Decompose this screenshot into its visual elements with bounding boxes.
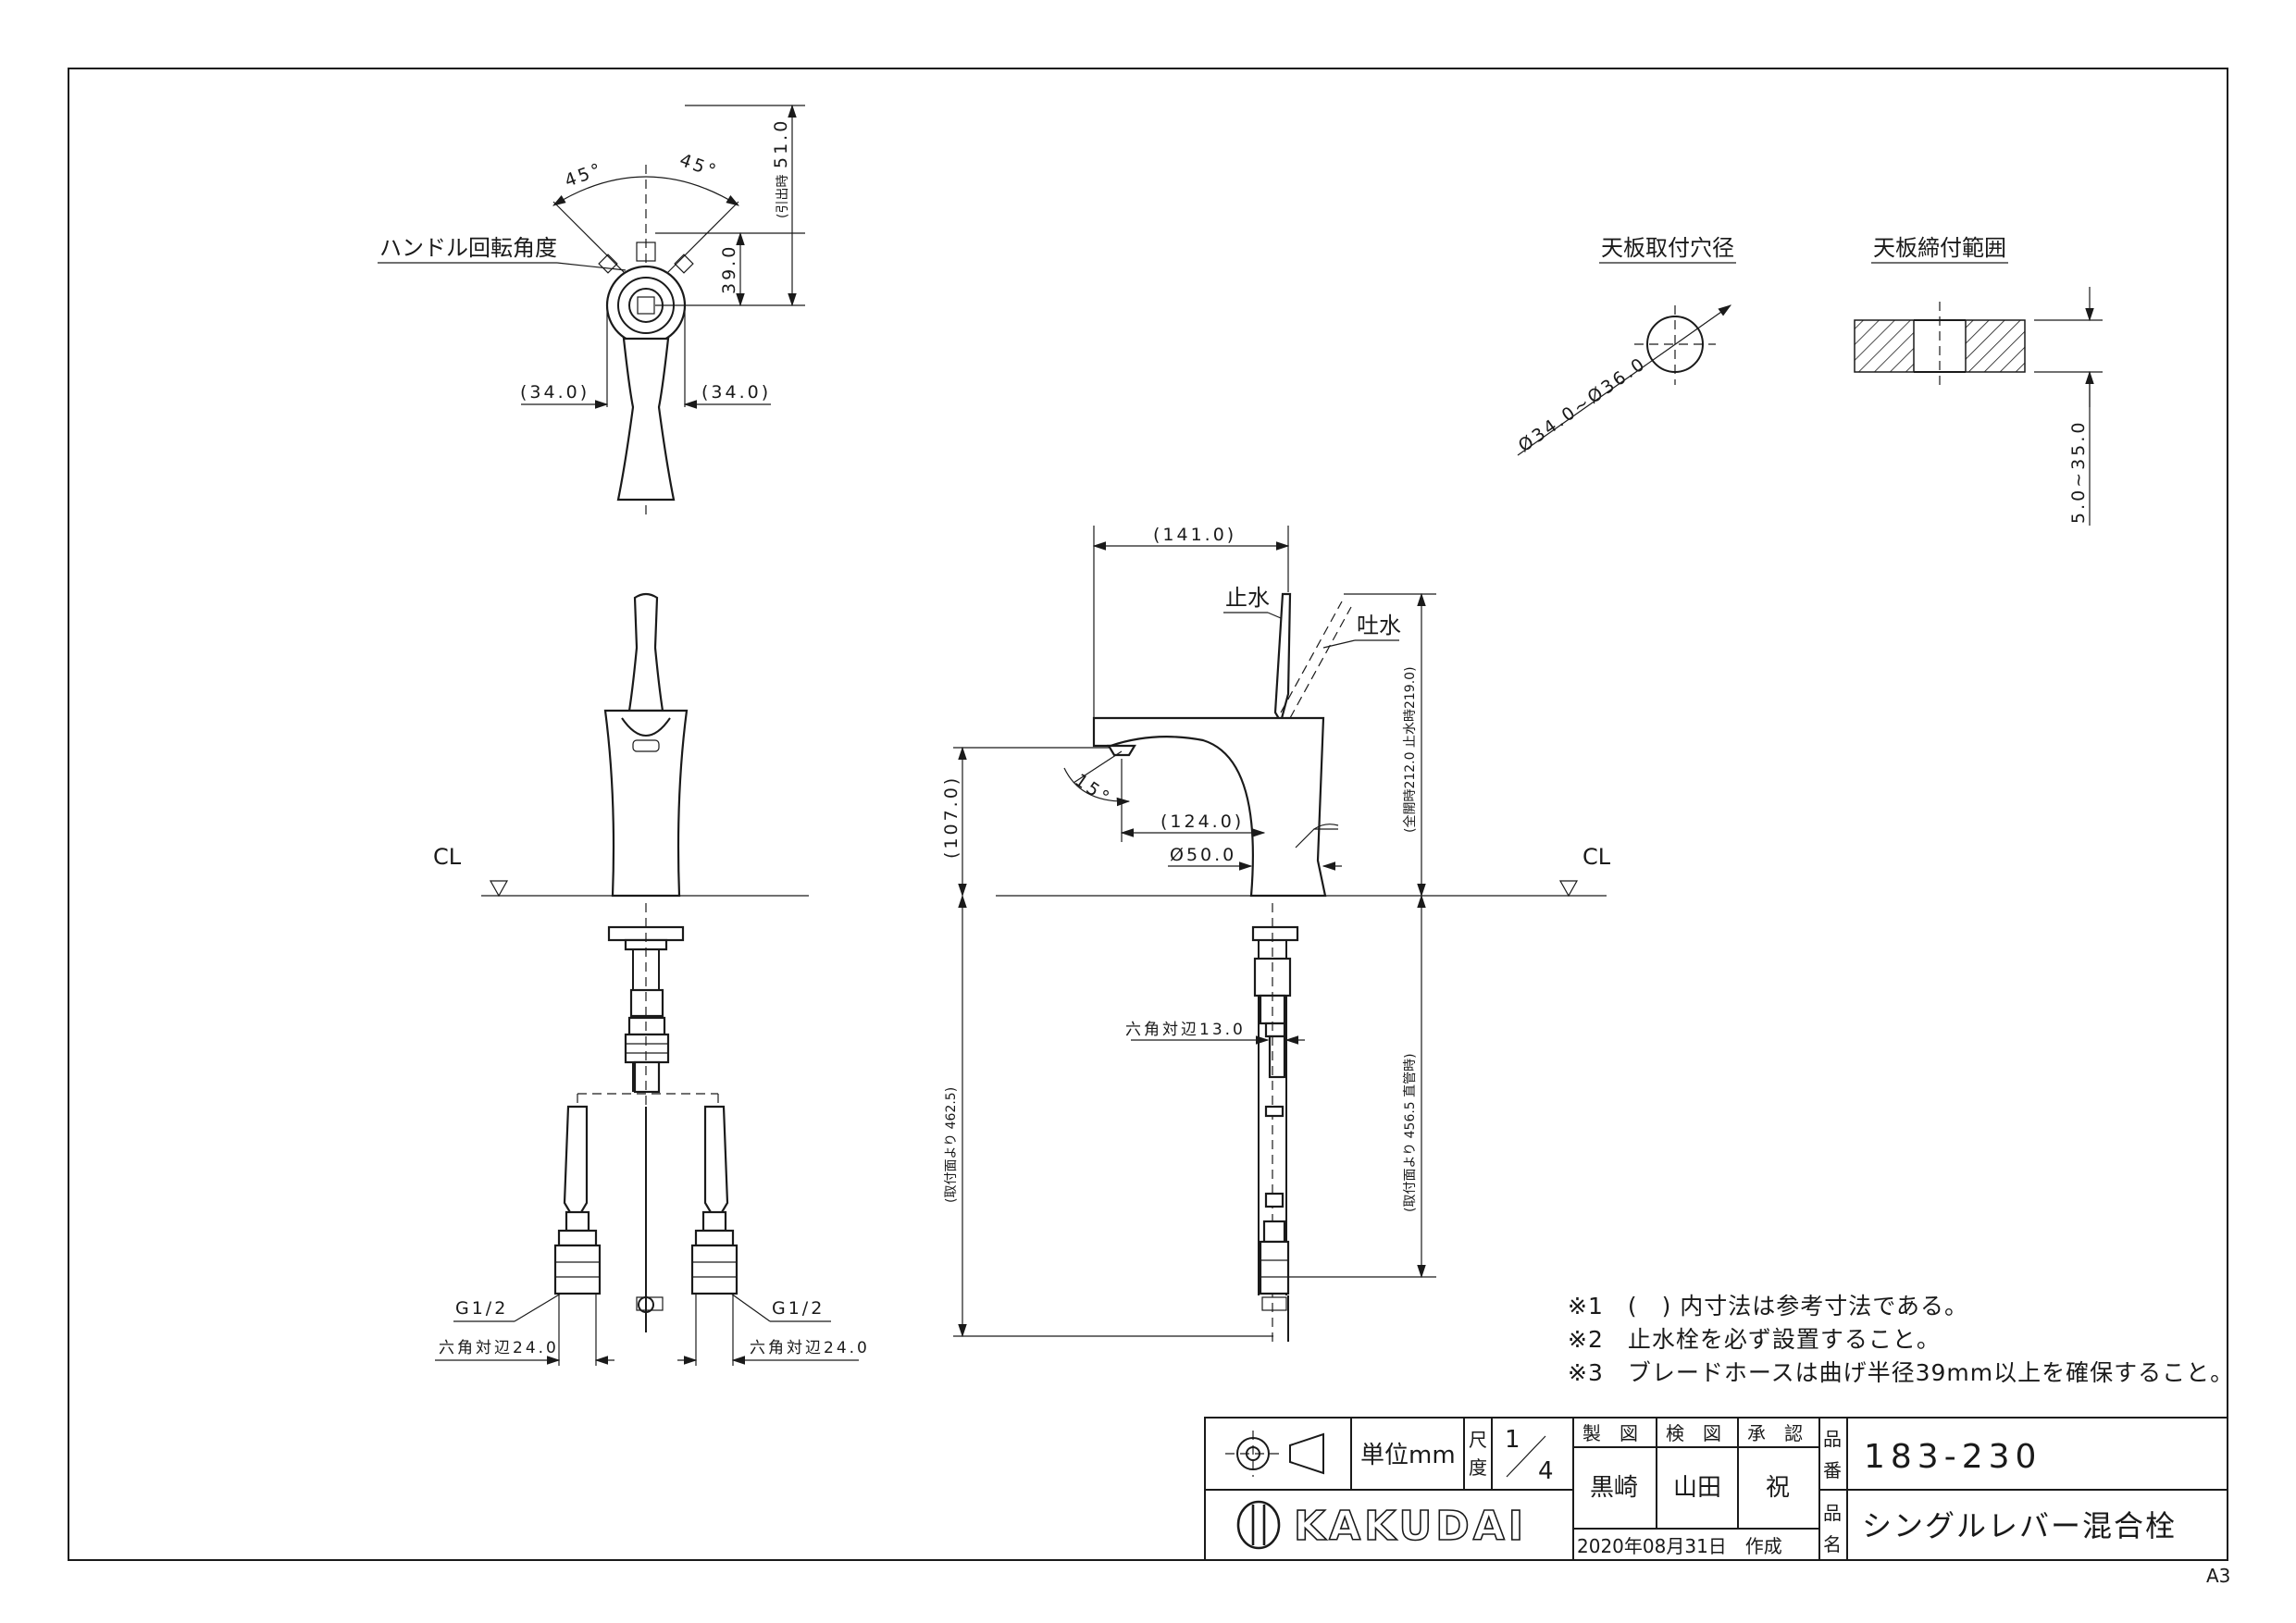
- note-2: ※2 止水栓を必ず設置すること。: [1568, 1326, 1941, 1353]
- side-cl-label: CL: [1582, 844, 1611, 870]
- projection-symbol-icon: [1225, 1431, 1324, 1477]
- dim-124: (124.0): [1160, 812, 1244, 832]
- dim-pull: 51.0: [771, 118, 791, 168]
- dim-34-right: (34.0): [701, 382, 771, 403]
- dim-50: Ø50.0: [1170, 845, 1236, 865]
- tb-scale-num: 1: [1505, 1426, 1520, 1454]
- sheet-border: [68, 68, 2228, 1561]
- tb-scale-den: 4: [1538, 1457, 1554, 1485]
- tb-nm-label-2: 名: [1823, 1533, 1842, 1555]
- angle-15: 15°: [1071, 770, 1115, 810]
- front-hex-left: 六角対辺24.0: [439, 1339, 559, 1357]
- title-block: 単位mm 尺 度 1 4 製 図 検 図 承 認 黒崎 山田 祝 2020年08…: [1204, 1417, 2228, 1561]
- label-shisui: 止水: [1225, 585, 1270, 611]
- note-3: ※3 ブレードホースは曲げ半径39mm以上を確保すること。: [1568, 1359, 2234, 1386]
- tb-unit: 単位mm: [1360, 1442, 1456, 1469]
- counter-hole-title: 天板取付穴径: [1601, 235, 1734, 261]
- tb-name-check: 山田: [1673, 1474, 1721, 1502]
- dim-34-left: (34.0): [520, 382, 590, 403]
- tb-scale-label-1: 尺: [1469, 1429, 1487, 1451]
- front-cl-label: CL: [433, 844, 462, 870]
- front-g-right: G1/2: [772, 1298, 825, 1319]
- dim-456: (取付面より 456.5 直管時): [1402, 1053, 1418, 1212]
- front-hex-right: 六角対辺24.0: [750, 1339, 870, 1357]
- front-g-left: G1/2: [455, 1298, 508, 1319]
- dim-top: (全開時212.0 止水時219.0): [1402, 666, 1418, 833]
- counter-hole-dim: Ø34.0~Ø36.0: [1515, 353, 1651, 456]
- dim-462: (取付面より 462.5): [944, 1087, 959, 1203]
- tb-scale-label-2: 度: [1469, 1456, 1487, 1479]
- kakudai-logo: KAKUDAI: [1236, 1500, 1527, 1551]
- counter-range-view: 天板締付範囲 5.0~35.0: [1854, 235, 2103, 526]
- tb-nm-label-1: 品: [1823, 1502, 1842, 1524]
- counter-range-dim: 5.0~35.0: [2068, 420, 2089, 524]
- tb-head-check: 検 図: [1666, 1422, 1721, 1444]
- tb-name-approve: 祝: [1766, 1474, 1790, 1502]
- tb-part-number: 183-230: [1864, 1438, 2042, 1476]
- label-tosui: 吐水: [1357, 613, 1401, 638]
- front-view: CL: [433, 592, 870, 1366]
- counter-range-title: 天板締付範囲: [1873, 235, 2006, 261]
- dim-pull-note: (引出時: [776, 175, 790, 218]
- dim-hex-13: 六角対辺13.0: [1125, 1021, 1246, 1039]
- angle-right-label: 45°: [676, 150, 721, 182]
- tb-product-name: シングルレバー混合栓: [1862, 1508, 2177, 1543]
- tb-pn-label-2: 番: [1823, 1459, 1842, 1481]
- dim-141: (141.0): [1153, 525, 1236, 545]
- handle-view-title: ハンドル回転角度: [379, 235, 557, 261]
- tb-head-approve: 承 認: [1747, 1422, 1803, 1444]
- dim-39: 39.0: [719, 244, 739, 294]
- notes: ※1 ( ) 内寸法は参考寸法である。 ※2 止水栓を必ず設置すること。 ※3 …: [1568, 1293, 2234, 1386]
- counter-hole-view: 天板取付穴径 Ø34.0~Ø36.0: [1515, 235, 1736, 456]
- angle-left-label: 45°: [562, 159, 606, 192]
- dim-107: (107.0): [941, 775, 962, 859]
- tb-name-make: 黒崎: [1590, 1474, 1638, 1502]
- tb-date: 2020年08月31日 作成: [1577, 1535, 1782, 1557]
- tb-head-make: 製 図: [1582, 1422, 1638, 1444]
- side-view: (141.0) 止水 吐水 15° (107.0) (124.0) Ø5: [941, 525, 1611, 1344]
- note-1: ※1 ( ) 内寸法は参考寸法である。: [1568, 1293, 1968, 1319]
- tb-pn-label-1: 品: [1823, 1428, 1842, 1450]
- sheet-size-label: A3: [2206, 1565, 2230, 1587]
- handle-rotation-view: ハンドル回転角度 45° 45° (34.0) (34.0) 39.0: [378, 104, 805, 518]
- tb-brand: KAKUDAI: [1294, 1503, 1527, 1550]
